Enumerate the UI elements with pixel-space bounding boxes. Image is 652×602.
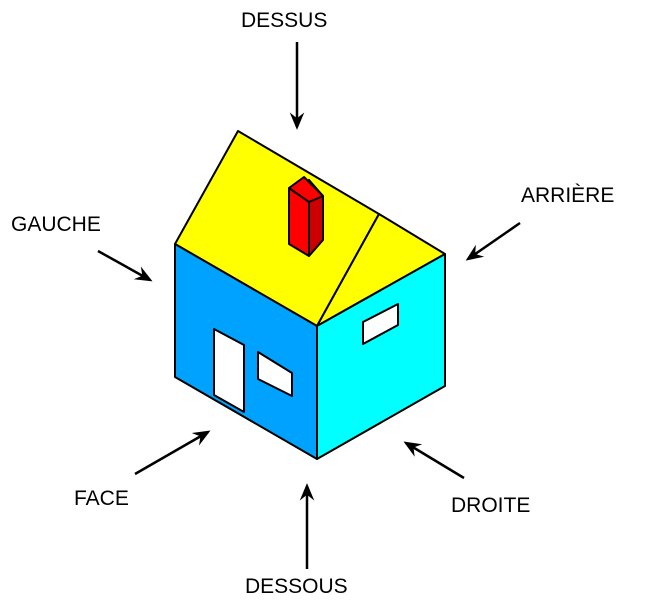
arrow-front: [135, 432, 208, 474]
label-bottom: DESSOUS: [245, 575, 348, 598]
arrow-right: [406, 443, 464, 478]
label-front: FACE: [74, 487, 129, 510]
arrow-left: [98, 251, 150, 280]
label-left: GAUCHE: [11, 213, 101, 236]
label-right: DROITE: [451, 494, 530, 517]
arrow-back: [468, 223, 520, 259]
house: [175, 131, 445, 459]
label-top: DESSUS: [241, 9, 327, 32]
label-back: ARRIÈRE: [521, 184, 614, 207]
